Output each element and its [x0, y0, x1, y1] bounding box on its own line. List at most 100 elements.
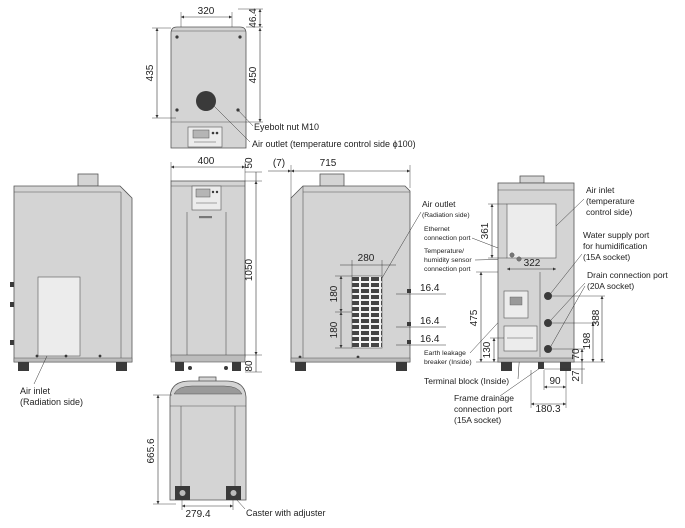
- eyebolt-label: Eyebolt nut M10: [254, 122, 319, 132]
- frame-drainage-sub-1: connection port: [454, 404, 513, 414]
- frame-drainage-port: [538, 362, 544, 369]
- grille-height-dim-lower: 180: [329, 321, 340, 338]
- sensor-sub-2: connection port: [424, 266, 471, 273]
- right-view-body: [290, 185, 411, 363]
- air-outlet-top-label: Air outlet (temperature control side ϕ10…: [252, 139, 416, 149]
- back-drain-height-dim: 27: [571, 370, 582, 382]
- back-grille-width-dim: 322: [524, 258, 541, 269]
- left-air-inlet-grille: [37, 276, 81, 357]
- right-connector: [407, 322, 411, 326]
- front-caster: [232, 362, 241, 371]
- ethernet-port: [509, 252, 515, 258]
- drain-label: Drain connection port: [587, 270, 668, 280]
- drain-sub: (20A socket): [587, 281, 634, 291]
- eyebolt-nut-icon: [238, 35, 242, 39]
- back-caster: [560, 362, 571, 371]
- ethernet-label: Ethernet: [424, 226, 450, 233]
- terminal-block: [503, 325, 538, 352]
- back-breaker-height-dim: 130: [482, 341, 493, 358]
- back-port-lower-dim: 70: [571, 348, 582, 360]
- air-outlet-duct: [196, 91, 216, 111]
- right-connector: [407, 289, 411, 293]
- water-supply-label: Water supply port: [583, 230, 650, 240]
- top-depth-left-dim: 435: [145, 64, 156, 81]
- drain-port-lower: [544, 345, 552, 353]
- back-air-inlet-grille: [506, 203, 557, 259]
- back-panel-height-dim: 475: [469, 309, 480, 326]
- back-air-inlet-label: Air inlet: [586, 185, 615, 195]
- right-connector: [407, 340, 411, 344]
- right-depth-dim: 715: [320, 158, 337, 169]
- sensor-port: [516, 256, 522, 262]
- back-caster: [501, 362, 512, 371]
- front-base: [170, 354, 246, 363]
- eyebolt-nut-icon: [175, 35, 179, 39]
- left-chimney: [77, 173, 99, 187]
- right-air-outlet-sub: (Radiation side): [422, 212, 470, 219]
- right-offset-dim: (7): [273, 158, 285, 169]
- right-side-view: (7) 715 280 180 180 16.4 16.4 16.4 Air o…: [268, 158, 541, 425]
- port-offset-dim-2: 16.4: [420, 316, 440, 327]
- left-edge-tab: [10, 282, 14, 287]
- back-grille-height-dim: 361: [480, 222, 491, 239]
- water-supply-sub-2: (15A socket): [583, 252, 630, 262]
- port-offset-dim-3: 16.4: [420, 334, 440, 345]
- back-view: 361 322 475 130 388 198 70 27 90: [469, 175, 668, 415]
- left-caster: [18, 362, 29, 371]
- front-view-body: [170, 180, 246, 358]
- front-caster: [175, 362, 184, 371]
- left-edge-tab: [10, 302, 14, 307]
- terminal-block-label: Terminal block (Inside): [424, 376, 509, 386]
- front-bottom-dim: 80: [244, 360, 255, 372]
- breaker-sub: breaker (Inside): [424, 359, 472, 366]
- back-drain-offset-dim: 90: [549, 376, 561, 387]
- grille-height-dim-upper: 180: [329, 285, 340, 302]
- front-top-dim: 50: [244, 157, 255, 169]
- left-air-inlet-label: Air inlet: [20, 386, 51, 396]
- sensor-sub-1: humidity sensor: [424, 257, 472, 264]
- top-view: 320 46.4 435 450 Eyebolt nut M10 Air out…: [145, 6, 416, 149]
- right-caster: [396, 362, 407, 371]
- frame-drainage-sub-2: (15A socket): [454, 415, 501, 425]
- breaker-label: Earth leakage: [424, 350, 466, 357]
- right-air-outlet-label: Air outlet: [422, 199, 456, 209]
- left-caster: [116, 362, 127, 371]
- eyebolt-nut-icon: [175, 108, 179, 112]
- back-port-middle-dim: 198: [582, 332, 593, 349]
- back-port-offset-dim: 180.3: [535, 404, 560, 415]
- front-height-dim: 1050: [244, 258, 255, 281]
- ethernet-sub: connection port: [424, 235, 471, 242]
- left-side-view: Air inlet (Radiation side): [10, 173, 133, 407]
- radiation-grille: [351, 275, 383, 349]
- back-air-inlet-sub-1: (temperature: [586, 196, 635, 206]
- top-view-body: [170, 26, 247, 149]
- water-supply-sub-1: for humidification: [583, 241, 648, 251]
- grille-width-dim: 280: [358, 253, 375, 264]
- front-control-screen: [195, 188, 211, 198]
- top-control-screen: [192, 129, 210, 139]
- bottom-depth-dim: 665.6: [146, 438, 157, 463]
- right-caster: [295, 362, 306, 371]
- left-air-inlet-sub: (Radiation side): [20, 397, 83, 407]
- caster-width-dim: 279.4: [185, 509, 210, 520]
- front-width-dim: 400: [198, 156, 215, 167]
- water-supply-port: [544, 292, 552, 300]
- bottom-view-body: [169, 380, 247, 501]
- front-view: 400 50 1050 80: [170, 156, 262, 373]
- back-chimney: [519, 175, 545, 184]
- brand-logo: [199, 216, 212, 219]
- port-offset-dim-1: 16.4: [420, 283, 440, 294]
- left-edge-tab: [10, 340, 14, 345]
- right-chimney: [319, 173, 345, 187]
- caster-label: Caster with adjuster: [246, 508, 326, 518]
- top-width-dim: 320: [198, 6, 215, 17]
- sensor-label: Temperature/: [424, 248, 464, 255]
- back-port-upper-dim: 388: [591, 309, 602, 326]
- frame-drainage-label: Frame drainage: [454, 393, 514, 403]
- top-offset-dim: 46.4: [248, 8, 259, 28]
- drain-port-upper: [544, 319, 552, 327]
- top-depth-right-dim: 450: [248, 66, 259, 83]
- back-air-inlet-sub-2: control side): [586, 207, 632, 217]
- bottom-view: 665.6 279.4 Caster with adjuster: [146, 376, 326, 520]
